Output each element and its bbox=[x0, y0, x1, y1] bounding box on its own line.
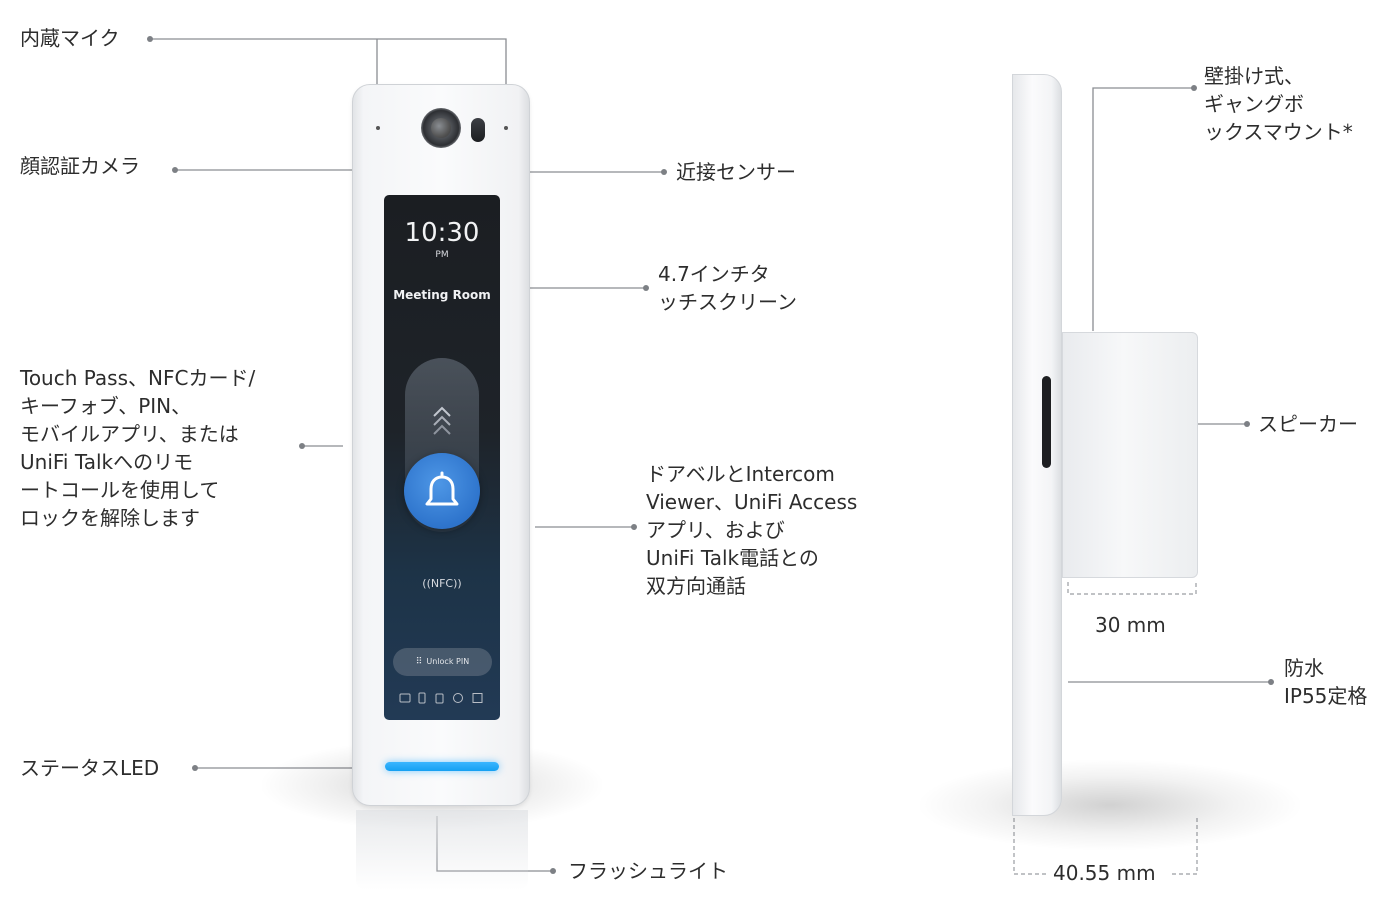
mount-label: 壁掛け式、 ギャングボ ックスマウント* bbox=[1204, 64, 1353, 144]
gang-box-mount bbox=[1062, 332, 1198, 578]
intercom-label: ドアベルとIntercom Viewer、UniFi Access アプリ、およ… bbox=[646, 462, 858, 598]
card-icon bbox=[399, 693, 411, 703]
side-device-body bbox=[1012, 74, 1062, 816]
device-reflection bbox=[356, 810, 528, 890]
qr-icon bbox=[472, 693, 483, 703]
speaker-label: スピーカー bbox=[1258, 412, 1358, 436]
speaker-slot bbox=[1042, 376, 1051, 468]
chevron-up-icon bbox=[433, 406, 451, 417]
clock-ampm: PM bbox=[435, 250, 449, 260]
mic-right-dot bbox=[504, 126, 508, 130]
flashlight-label: フラッシュライト bbox=[568, 859, 728, 883]
keyfob-icon bbox=[435, 693, 444, 704]
chevron-up-icon bbox=[433, 415, 451, 426]
status-led-label: ステータスLED bbox=[20, 756, 160, 780]
camera-label: 顔認証カメラ bbox=[20, 154, 140, 178]
nfc-indicator: ((NFC)) bbox=[422, 577, 462, 590]
proximity-sensor bbox=[471, 118, 485, 142]
phone-icon bbox=[418, 692, 426, 704]
depth-total-dimension: 40.55 mm bbox=[1053, 861, 1156, 885]
room-name: Meeting Room bbox=[393, 288, 491, 302]
keypad-icon: ⠿ bbox=[415, 657, 423, 667]
touchscreen-label: 4.7インチタ ッチスクリーン bbox=[658, 262, 797, 314]
nfc-tag-icon bbox=[453, 693, 463, 703]
unlock-methods-icons bbox=[399, 692, 483, 704]
unlock-methods-label: Touch Pass、NFCカード/ キーフォブ、PIN、 モバイルアプリ、また… bbox=[20, 366, 256, 530]
camera-lens bbox=[431, 118, 451, 138]
doorbell-button[interactable] bbox=[404, 453, 480, 529]
clock-time: 10:30 bbox=[404, 218, 480, 248]
depth-box-dimension: 30 mm bbox=[1095, 613, 1166, 637]
mic-label: 内蔵マイク bbox=[20, 26, 120, 50]
waterproof-label: 防水 IP55定格 bbox=[1284, 656, 1368, 708]
status-led bbox=[385, 762, 499, 771]
proximity-label: 近接センサー bbox=[676, 160, 796, 184]
bell-icon bbox=[425, 471, 459, 506]
unlock-pin-button[interactable]: ⠿Unlock PIN bbox=[393, 648, 492, 676]
side-shadow bbox=[920, 760, 1300, 850]
mic-left-dot bbox=[376, 126, 380, 130]
unlock-pin-label: Unlock PIN bbox=[426, 657, 470, 666]
chevron-up-icon bbox=[433, 424, 451, 435]
